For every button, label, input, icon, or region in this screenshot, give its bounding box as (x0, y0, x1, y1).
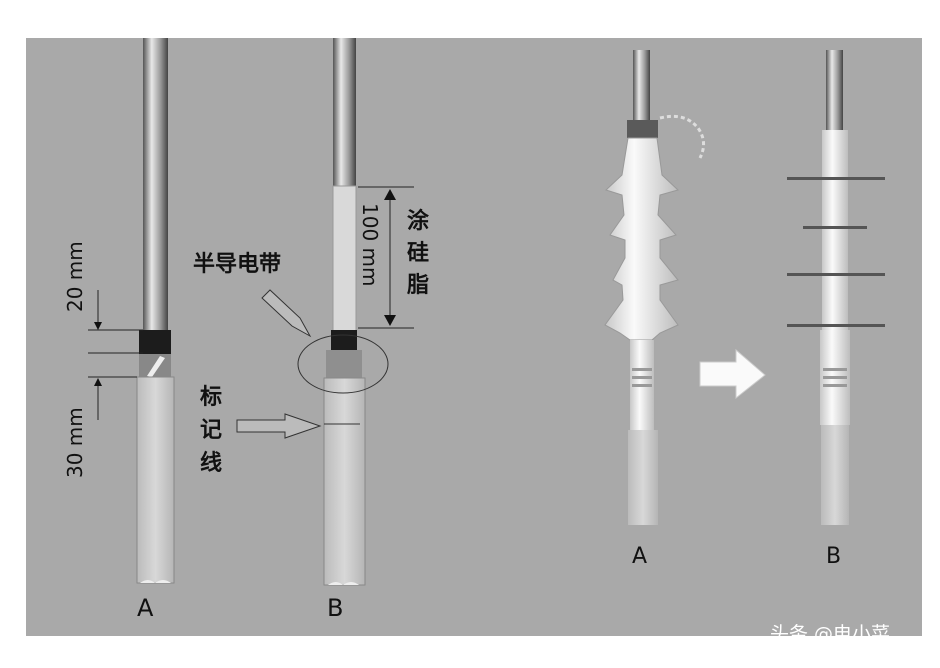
label-left-a: A (137, 594, 154, 622)
silicone-grease-label-1: 涂 (407, 208, 430, 234)
semiconductive-tape (139, 330, 171, 354)
dimension-20mm-label: 20 mm (63, 241, 87, 312)
outer-jacket (323, 377, 366, 586)
marker-line-label-1: 标 (200, 384, 222, 410)
dimension-20mm: 20 mm 30 mm (63, 241, 143, 478)
shed-3 (787, 273, 885, 276)
dimension-100mm-label: 100 mm (358, 203, 382, 287)
termination-body (822, 130, 848, 330)
greased-area (332, 185, 357, 333)
pointer-arrow-tape (261, 289, 312, 338)
silicone-grease-label-3: 脂 (407, 272, 429, 298)
cable-jacket (821, 425, 849, 525)
semiconductive-tape (331, 330, 357, 350)
label-right-b: B (826, 544, 841, 569)
highlight-ellipse (297, 334, 389, 394)
dimension-30mm-label: 30 mm (63, 407, 87, 478)
label-left-b: B (327, 594, 343, 622)
arrow-right-icon (699, 348, 766, 400)
semiconductive-tape-label: 半导电带 (193, 252, 281, 277)
tape-band (627, 120, 658, 138)
label-right-a: A (632, 544, 647, 569)
conductor (333, 38, 356, 188)
watermark: 头条 @电小菜 (770, 623, 890, 645)
shed-1 (787, 177, 885, 180)
release-strip (659, 114, 705, 159)
cable-b-prepared (297, 38, 389, 586)
outer-jacket (136, 376, 175, 584)
cable-a-prepared (136, 38, 175, 584)
pointer-arrow-marker (236, 413, 322, 439)
cable-jacket (628, 430, 658, 525)
dimension-100mm: 100 mm (358, 186, 414, 329)
termination-b-installed (787, 50, 885, 525)
termination-a-installing (604, 50, 705, 525)
shed-2 (803, 226, 867, 229)
marker-line-label-2: 记 (200, 418, 222, 443)
conductor (143, 38, 168, 332)
conductor (826, 50, 843, 132)
marker-line-label-3: 线 (200, 450, 222, 476)
conductor (633, 50, 650, 122)
background-panel (26, 38, 922, 636)
stress-tape (326, 350, 362, 378)
silicone-grease-label-2: 硅 (407, 241, 429, 266)
shed-4 (787, 324, 885, 327)
